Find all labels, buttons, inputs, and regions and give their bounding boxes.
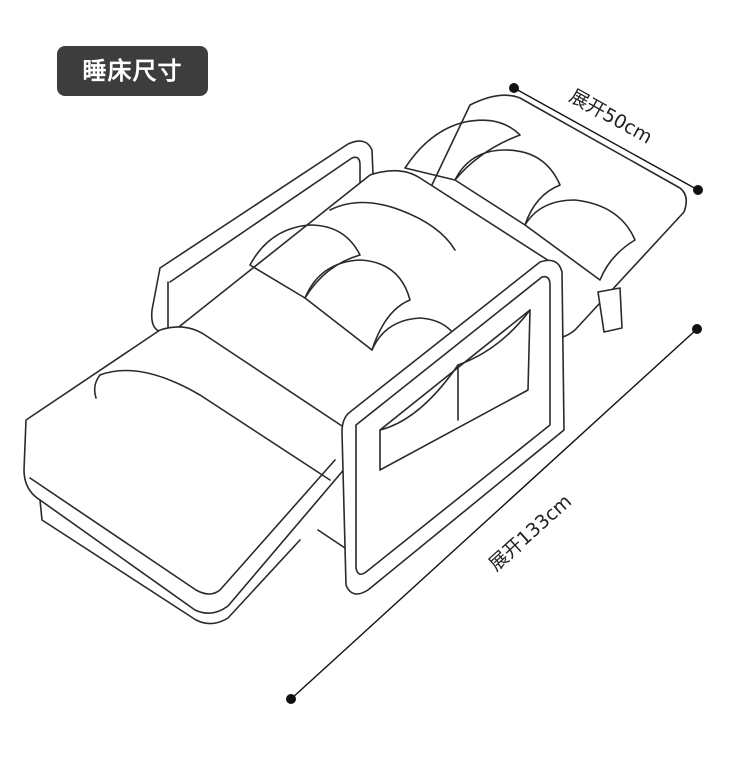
- length-label: 展开133cm: [485, 490, 576, 575]
- length-end-dot: [692, 324, 702, 334]
- far-armrest: [150, 140, 375, 333]
- length-start-dot: [286, 694, 296, 704]
- size-title-badge: 睡床尺寸: [57, 46, 208, 96]
- width-end-dot: [693, 185, 703, 195]
- near-armrest: [317, 259, 565, 595]
- foot-cushion: [23, 326, 353, 625]
- width-start-dot: [509, 83, 519, 93]
